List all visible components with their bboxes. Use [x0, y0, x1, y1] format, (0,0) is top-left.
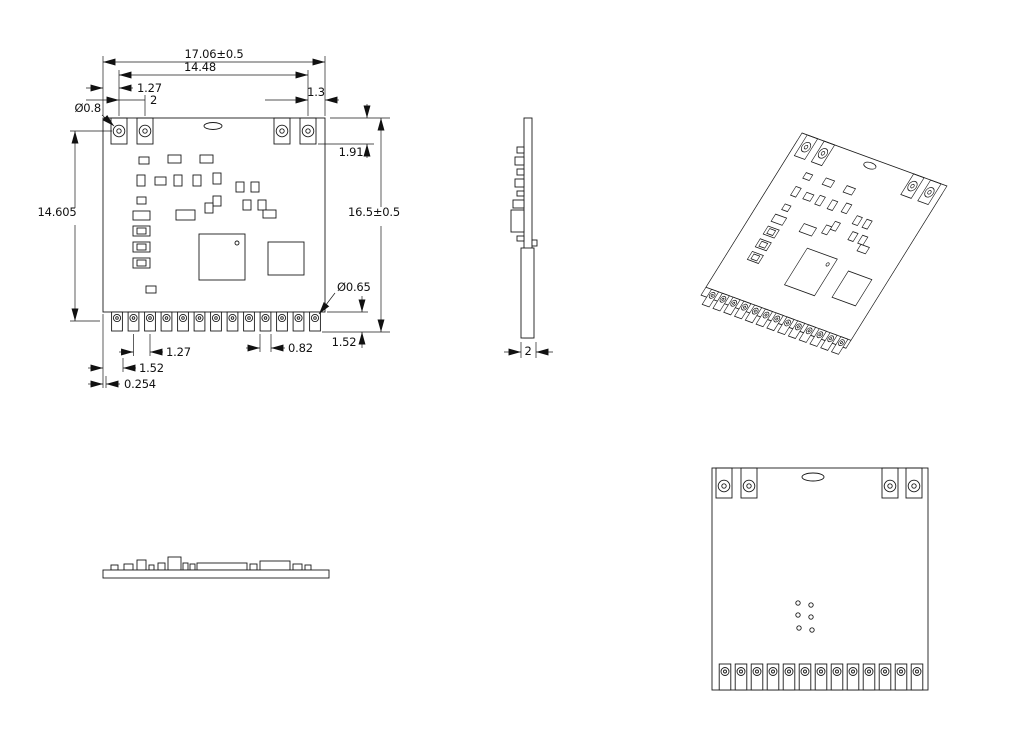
side-components [510, 146, 538, 247]
dim-hole-pitch-label: 2 [150, 93, 157, 107]
pin [111, 311, 123, 332]
dim-right-edge-to-hole: 1.3 [265, 85, 339, 104]
iso-main-ic [783, 247, 838, 297]
dim-overall-height: 16.5±0.5 [322, 118, 400, 333]
dim-edge-to-pin: 1.52 [88, 314, 164, 388]
dim-overall-width-label: 17.06±0.5 [184, 47, 243, 61]
iso-view [700, 132, 948, 355]
pin [259, 311, 272, 332]
pin [309, 311, 321, 332]
pin [144, 311, 156, 332]
dim-pad-width-label: 0.82 [288, 341, 313, 355]
back-oval-slot [801, 472, 825, 482]
dim-mount-hole-dia-label: Ø0.8 [74, 101, 101, 115]
bottom-edge-view [102, 556, 330, 579]
edge-board-outline [102, 569, 330, 579]
dim-pad-margin: 0.254 [88, 376, 156, 391]
front-components [132, 154, 305, 294]
back-view [711, 467, 929, 691]
pin [734, 663, 748, 691]
dim-pin-pitch: 1.27 [119, 334, 191, 359]
dim-pad-width: 0.82 [246, 334, 313, 355]
dim-mount-hole-dia: Ø0.8 [74, 101, 115, 127]
front-main-ic [198, 233, 246, 281]
dim-hole-pitch: 2 [86, 93, 157, 116]
back-mounting-tabs [715, 467, 923, 499]
front-ic-pin1-dot [234, 240, 240, 246]
dim-hole-span-label: 14.48 [184, 60, 216, 74]
pin [830, 663, 844, 691]
pin [292, 311, 305, 332]
pin [127, 311, 140, 332]
pin [276, 311, 288, 332]
dim-board-thickness-label: 2 [524, 344, 531, 358]
pin [798, 663, 812, 691]
dim-tab-depth: 1.91 [318, 104, 390, 159]
dim-pin-length-label: 1.52 [332, 335, 357, 349]
dim-edge-to-hole-label: 1.27 [137, 81, 162, 95]
dim-edge-to-hole: 1.27 [86, 81, 162, 95]
pin [193, 311, 206, 332]
iso-ic-pin1-dot [825, 262, 830, 267]
pin [894, 663, 908, 691]
pin [846, 663, 860, 691]
edge-components [110, 556, 312, 571]
pin [718, 663, 732, 691]
dim-overall-width: 17.06±0.5 [102, 47, 326, 116]
dim-pin-hole-dia: Ø0.65 [318, 280, 371, 315]
pin [910, 663, 924, 691]
back-board-outline [711, 467, 929, 691]
front-secondary-ic [267, 241, 305, 276]
pin [878, 663, 892, 691]
front-castellation-pins [111, 311, 321, 332]
back-vias [795, 600, 815, 633]
dim-pin-length: 1.52 [327, 296, 368, 349]
dim-hole-span-width: 14.48 [118, 60, 309, 116]
pin [243, 311, 255, 332]
pin [226, 311, 239, 332]
pin [160, 311, 173, 332]
side-lower-section [520, 247, 535, 339]
dim-hole-to-bottom: 14.605 [37, 130, 112, 322]
pin [177, 311, 189, 332]
pin [750, 663, 764, 691]
dim-board-thickness: 2 [504, 342, 553, 358]
front-view [102, 117, 326, 332]
dim-overall-height-label: 16.5±0.5 [348, 205, 400, 219]
dim-pin-pitch-label: 1.27 [166, 345, 191, 359]
dim-tab-depth-label: 1.91 [339, 145, 364, 159]
dim-right-edge-to-hole-label: 1.3 [307, 85, 325, 99]
pin [782, 663, 796, 691]
pin [814, 663, 828, 691]
dim-pad-margin-label: 0.254 [124, 377, 156, 391]
iso-secondary-ic [831, 270, 873, 307]
dim-pin-hole-dia-label: Ø0.65 [337, 280, 371, 294]
iso-oval-slot [863, 161, 877, 170]
dim-hole-to-bottom-label: 14.605 [37, 205, 76, 219]
iso-components [746, 172, 873, 307]
dim-edge-to-pin-label: 1.52 [139, 361, 164, 375]
front-oval-slot [203, 122, 223, 130]
pin [210, 311, 222, 332]
iso-mounting-tabs [793, 134, 942, 206]
pin [862, 663, 876, 691]
side-view [510, 117, 538, 339]
pin [766, 663, 780, 691]
